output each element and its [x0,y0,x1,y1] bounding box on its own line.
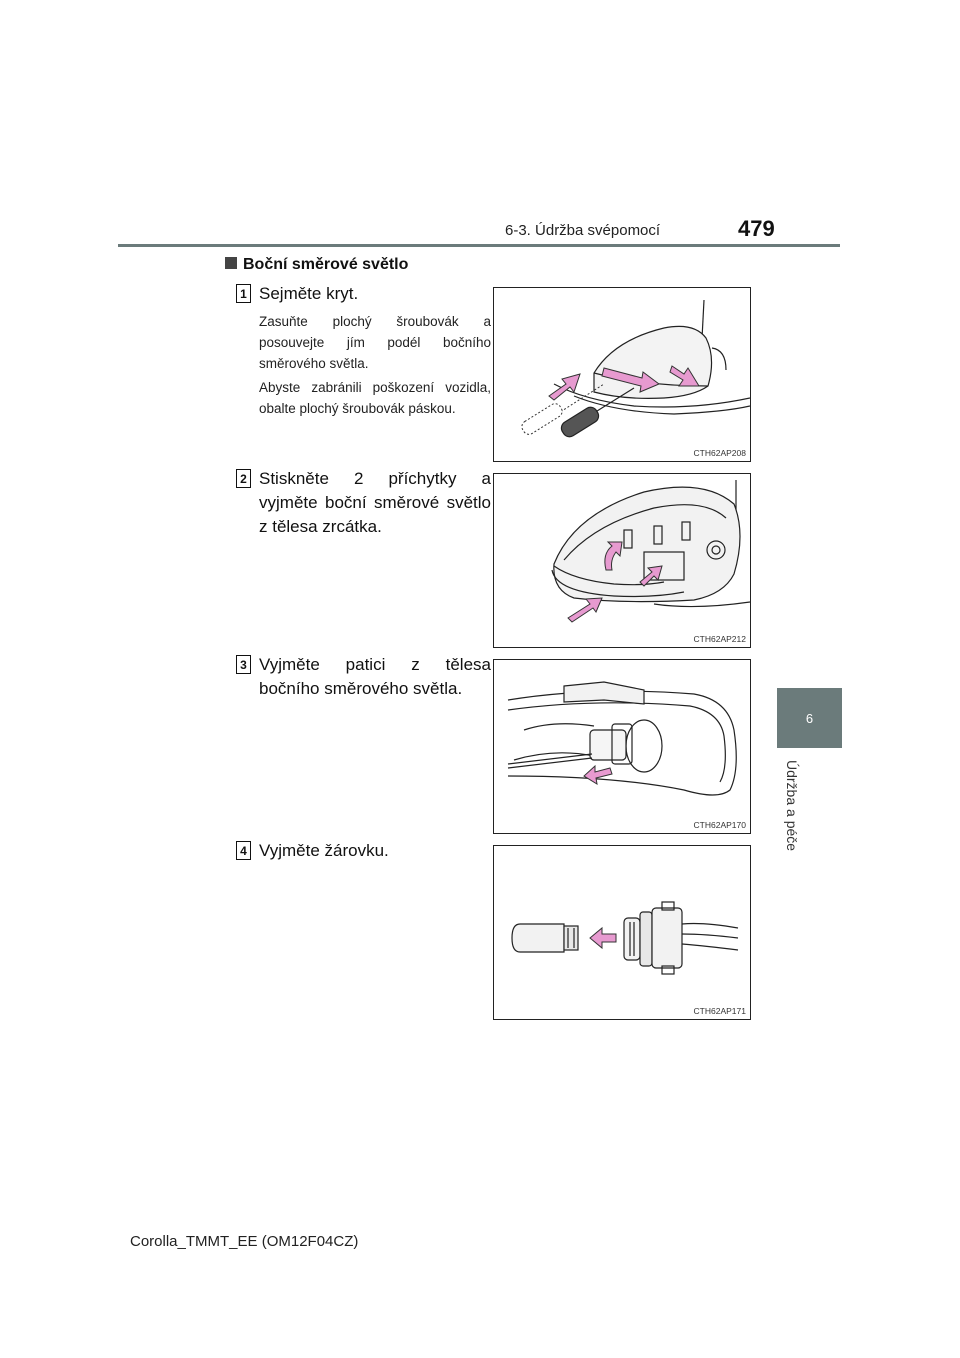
bulb-illustration [511,901,739,975]
footer-document-id: Corolla_TMMT_EE (OM12F04CZ) [130,1233,359,1250]
figure-remove-bulb: CTH62AP171 [493,845,751,1020]
bulb-socket-illustration [507,681,737,796]
step-text: Sejměte kryt. [259,284,359,303]
figure-release-clips: CTH62AP212 [493,473,751,648]
step-badge: 1 [236,284,251,303]
step-text: Vyjměte patici z tělesa bočního směrovéh… [259,655,491,698]
chapter-title: Údržba a péče [784,760,800,852]
section-title-text: Boční směrové světlo [243,256,409,273]
step-badge: 2 [236,469,251,488]
header-section-title: 6-3. Údržba svépomocí [505,222,661,239]
step-text: Stiskněte 2 příchytky a vyjměte boční sm… [259,469,491,536]
figure-code: CTH62AP212 [693,634,746,644]
figure-remove-cover: CTH62AP208 [493,287,751,462]
mirror-cover-illustration [521,299,750,438]
section-title: Boční směrové světlo [225,256,408,274]
square-bullet-icon [225,257,237,269]
turn-signal-clips-illustration [551,480,750,623]
chapter-number: 6 [805,710,814,726]
header-rule [118,244,840,247]
step-badge: 4 [236,841,251,860]
chapter-side-title: Údržba a péče [780,760,802,860]
step-note: Abyste zabránili poškození vozidla, obal… [259,380,491,416]
figure-code: CTH62AP171 [693,1006,746,1016]
page-number: 479 [738,216,775,241]
step-text: Vyjměte žárovku. [259,841,389,860]
figure-code: CTH62AP208 [693,448,746,458]
step-badge: 3 [236,655,251,674]
figure-remove-socket: CTH62AP170 [493,659,751,834]
step-note: Zasuňte plochý šroubovák a posouvejte jí… [259,314,491,371]
chapter-tab: 6 [777,688,842,748]
figure-code: CTH62AP170 [693,820,746,830]
